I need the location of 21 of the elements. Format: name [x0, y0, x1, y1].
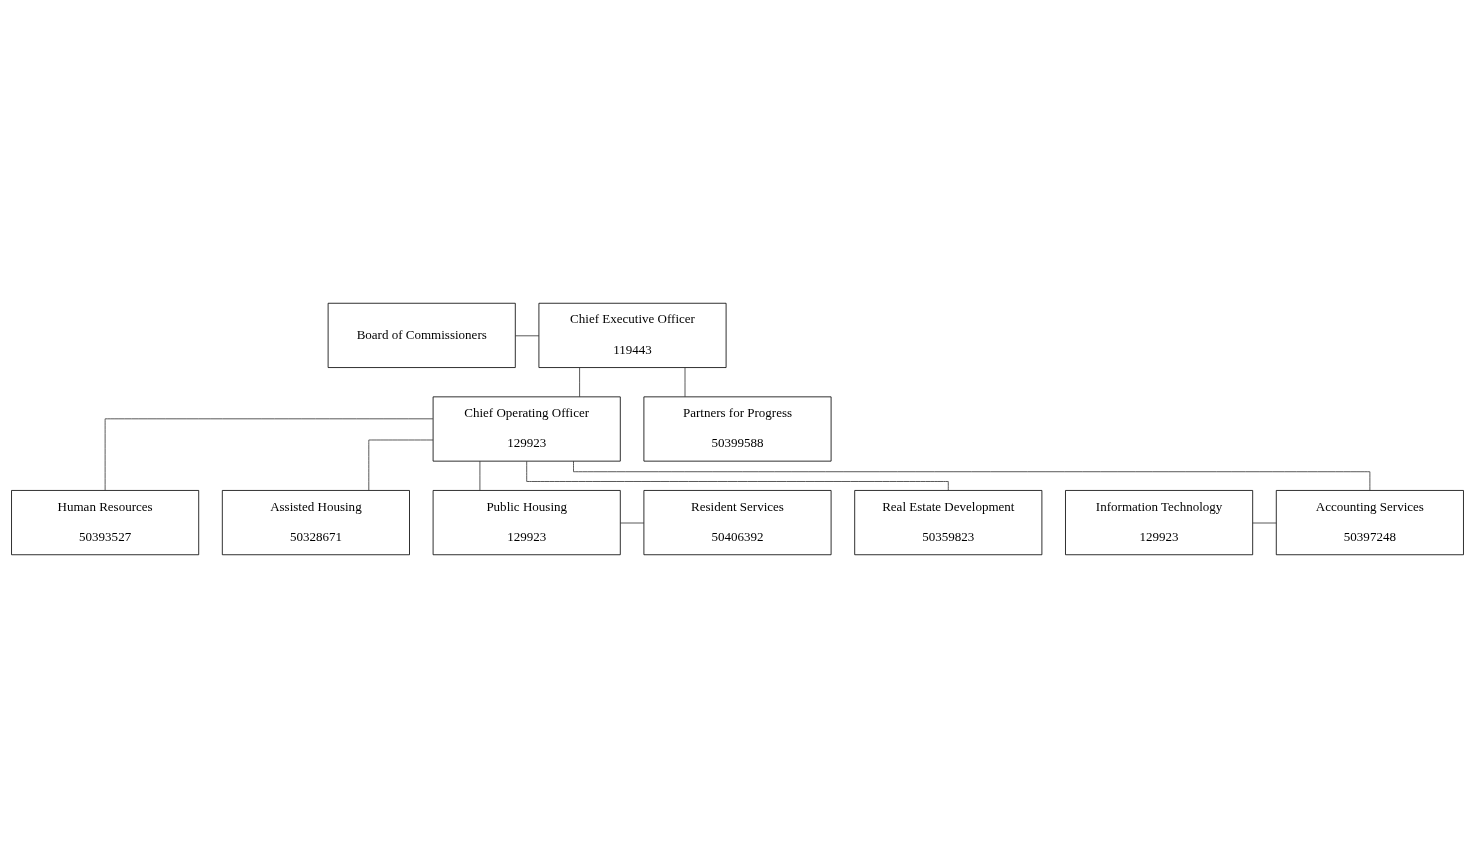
- connector: [620, 522, 645, 524]
- node-box: Resident Services 50406392: [643, 490, 832, 556]
- connector: [515, 335, 540, 337]
- connector: [579, 367, 580, 398]
- node-box: Real Estate Development 50359823: [854, 490, 1043, 556]
- node-box: Public Housing 129923: [432, 490, 621, 556]
- connector: [684, 367, 686, 398]
- connector: [573, 460, 1371, 491]
- connector: [368, 439, 434, 491]
- connector: [526, 460, 949, 491]
- node-box: Chief Executive Officer 119443: [538, 302, 727, 368]
- connector: [104, 418, 434, 491]
- node-box: Partners for Progress 50399588: [643, 396, 832, 462]
- node-box: Accounting Services 50397248: [1275, 490, 1464, 556]
- connector: [1252, 522, 1277, 524]
- node-box: Information Technology 129923: [1065, 490, 1254, 556]
- node-box: Board of Commissioners: [327, 302, 516, 368]
- node-box: Chief Operating Officer 129923: [432, 396, 621, 462]
- node-box: Human Resources 50393527: [11, 490, 200, 556]
- connector: [479, 460, 481, 491]
- node-box: Assisted Housing 50328671: [221, 490, 410, 556]
